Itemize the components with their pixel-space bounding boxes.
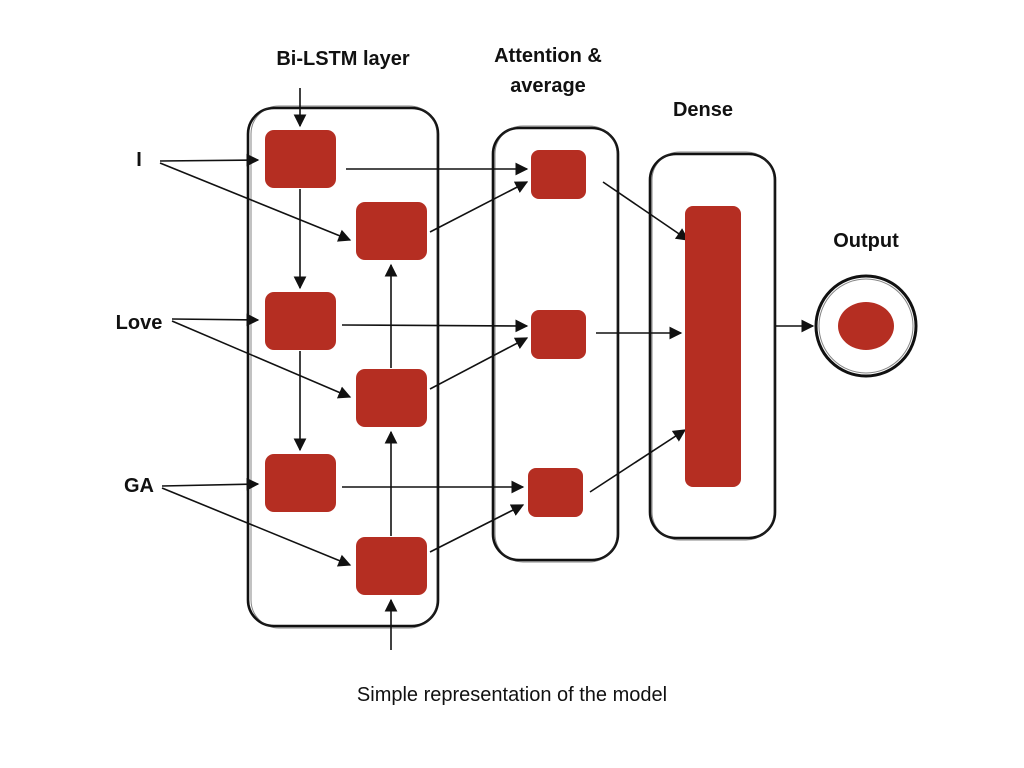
bilstm-group <box>246 105 440 629</box>
dense-layer-bar <box>685 206 741 487</box>
edge-bwd2-att2 <box>429 337 529 390</box>
edge-ga-forward <box>161 477 260 491</box>
attention-title-line2: average <box>510 75 586 97</box>
dense-title: Dense <box>673 99 733 121</box>
nodes <box>265 130 894 595</box>
forward-lstm-cell-3 <box>265 454 336 512</box>
edge-i-forward <box>159 153 260 167</box>
output-node <box>838 302 894 350</box>
edge-fwd2-att2 <box>341 319 529 333</box>
attention-group <box>491 125 620 563</box>
attention-cell-3 <box>528 468 583 517</box>
attention-cell-2 <box>531 310 586 359</box>
forward-lstm-cell-2 <box>265 292 336 350</box>
edge-ga-backward <box>161 487 352 567</box>
attention-title-line1: Attention & <box>494 45 602 67</box>
attention-cell-1 <box>531 150 586 199</box>
edge-love-forward <box>171 313 260 327</box>
edge-i-backward <box>159 162 352 242</box>
input-label-ga: GA <box>124 475 154 497</box>
edge-bwd3-att3 <box>429 504 525 553</box>
backward-lstm-cell-1 <box>356 202 427 260</box>
output-ring <box>814 274 918 378</box>
backward-lstm-cell-2 <box>356 369 427 427</box>
input-label-love: Love <box>116 312 163 334</box>
diagram-caption: Simple representation of the model <box>357 684 667 706</box>
bilstm-layer-title: Bi-LSTM layer <box>276 48 410 70</box>
input-label-i: I <box>136 149 142 171</box>
edge-bwd1-att1 <box>429 181 529 233</box>
edge-att1-dense <box>602 181 690 241</box>
backward-lstm-cell-3 <box>356 537 427 595</box>
edge-love-backward <box>171 320 352 399</box>
forward-lstm-cell-1 <box>265 130 336 188</box>
dense-group <box>648 151 777 541</box>
edges <box>159 88 815 650</box>
edge-att3-dense <box>589 429 687 493</box>
output-title: Output <box>833 230 899 252</box>
